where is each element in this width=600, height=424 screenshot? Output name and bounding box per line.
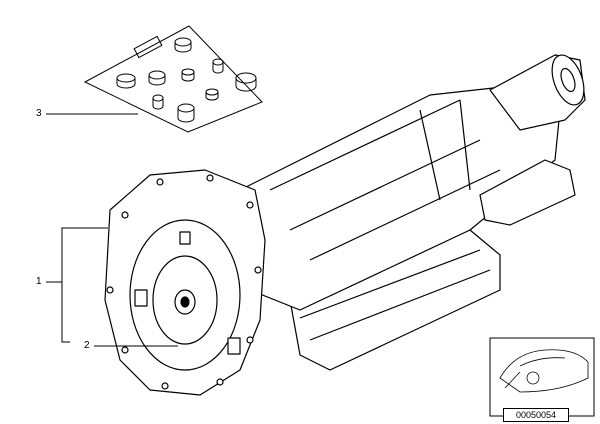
side-cylinder (479, 159, 576, 226)
inset-box (489, 337, 595, 417)
bell-bolts (106, 174, 262, 390)
seal-part (205, 88, 219, 101)
seal-part (148, 70, 166, 86)
seal-part (116, 73, 136, 89)
leader-1-bracket (61, 227, 108, 343)
callout-1: 1 (36, 276, 42, 287)
seal-part (174, 37, 192, 53)
callout-3: 3 (36, 108, 42, 119)
seal-part (235, 72, 257, 92)
seal-part (212, 58, 224, 74)
seal-part (177, 103, 195, 123)
callout-2: 2 (84, 340, 90, 351)
seal-part (181, 68, 195, 82)
car-silhouette-icon (499, 349, 589, 393)
seal-kit-sheet (83, 25, 263, 133)
seal-part (152, 94, 164, 110)
transmission-assembly (104, 54, 586, 396)
leader-lines (46, 113, 178, 347)
reference-code: 00050054 (503, 408, 569, 422)
